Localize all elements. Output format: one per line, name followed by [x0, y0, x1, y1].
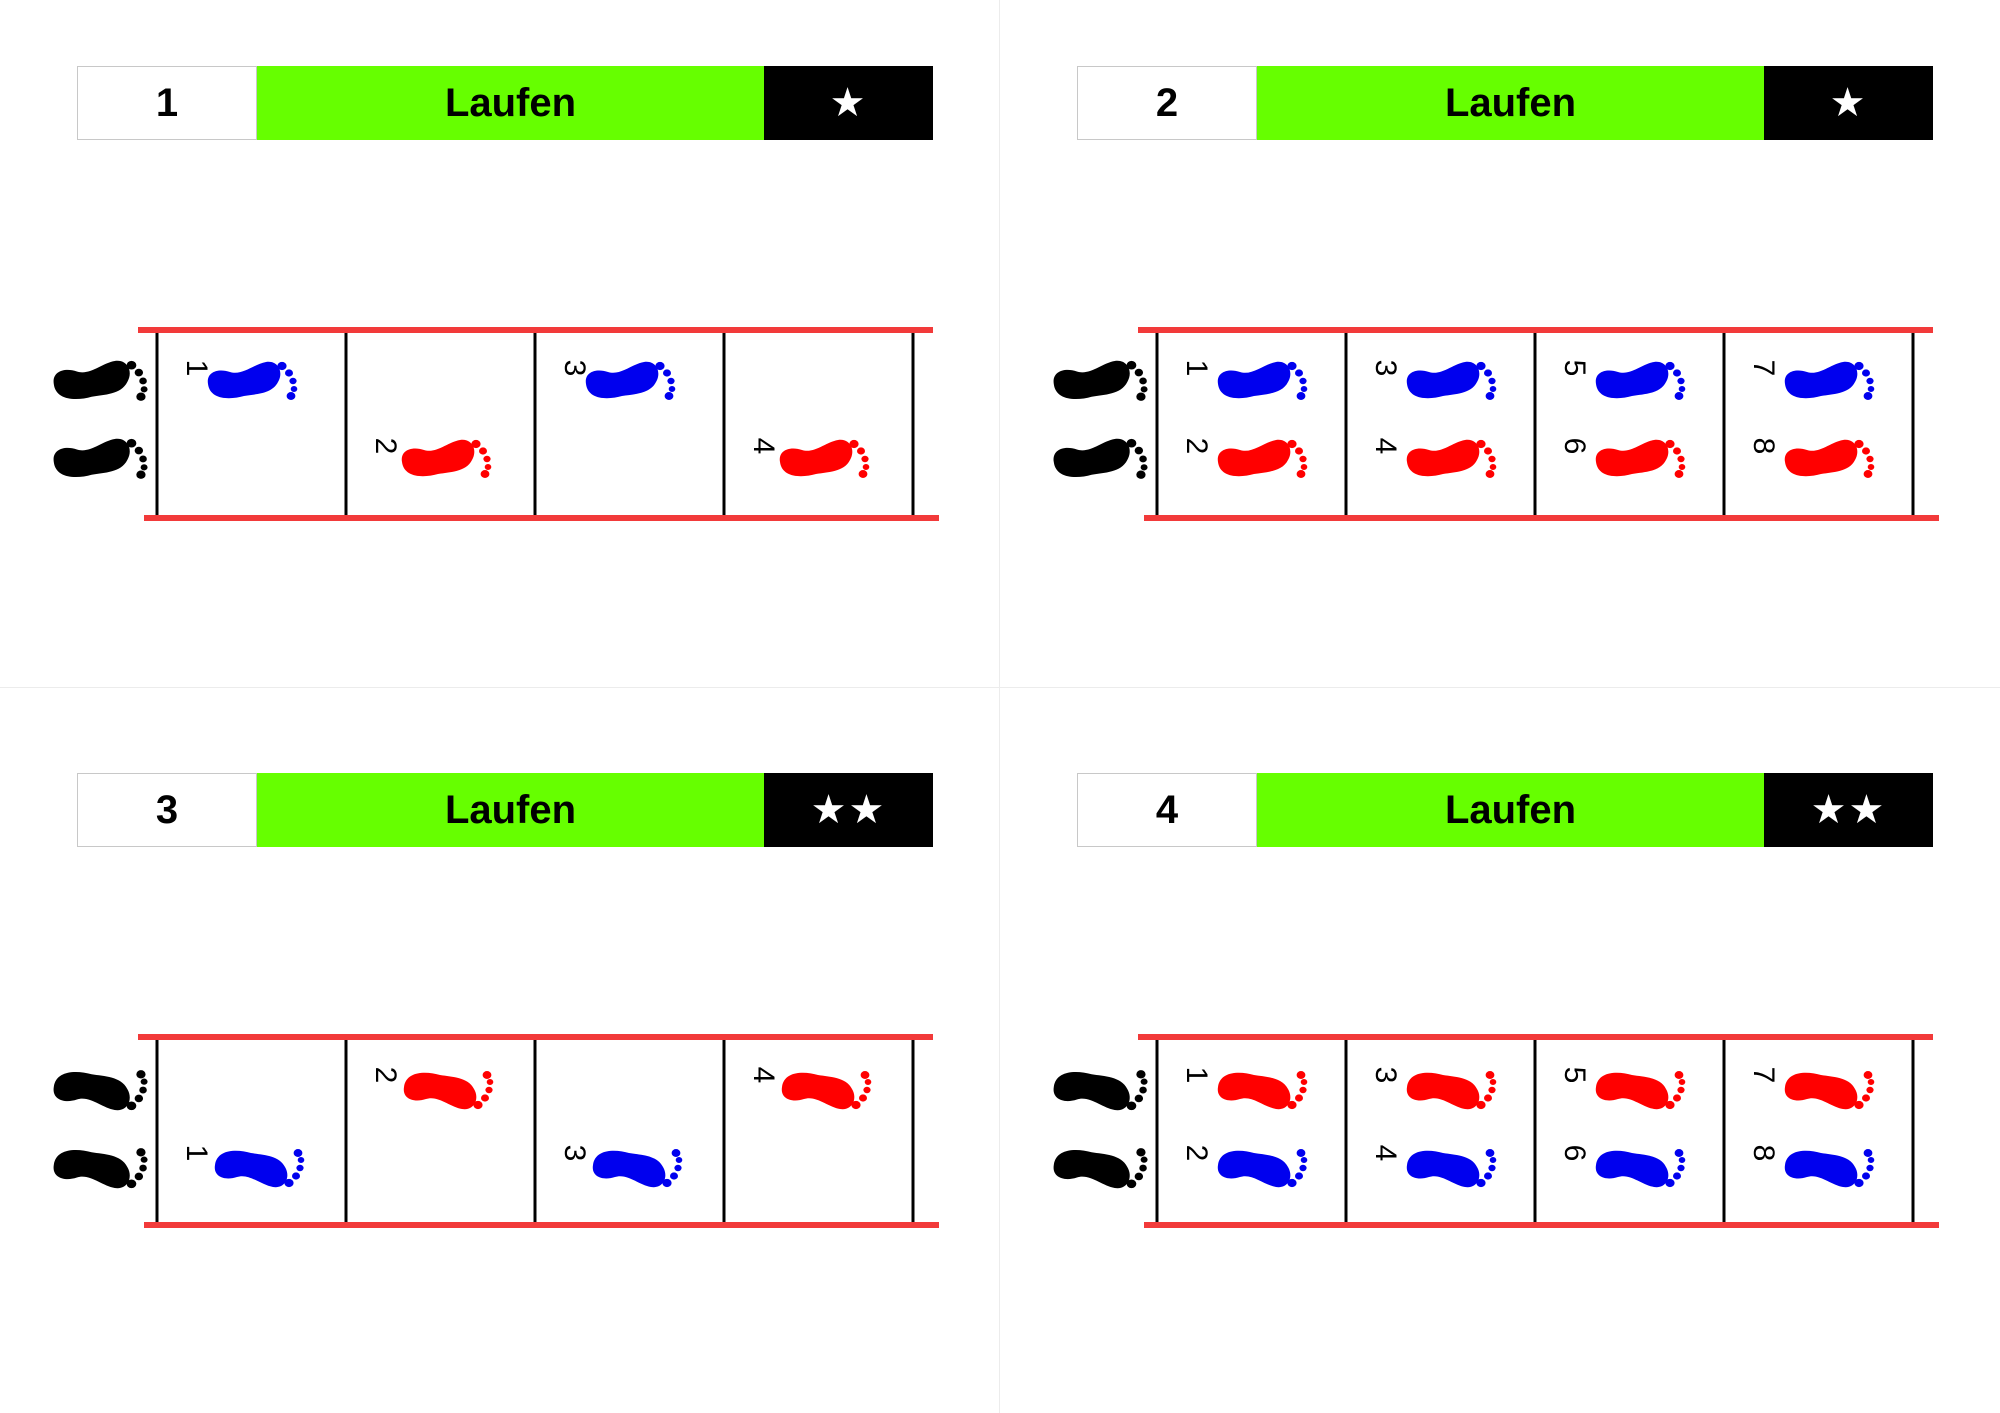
step-number: 2 — [369, 438, 402, 455]
footprint-icon — [1595, 1071, 1686, 1110]
footprint-icon — [403, 1071, 494, 1110]
step-number: 3 — [558, 1145, 591, 1162]
step-number: 1 — [180, 360, 213, 377]
exercise-card: 2 Laufen ★ 1 2 3 4 5 6 7 8 — [1000, 0, 2000, 706]
card-header: 4 Laufen ★★ — [1077, 773, 1933, 847]
footprint-icon — [1784, 439, 1875, 478]
step-number: 4 — [747, 438, 780, 455]
footprint-icon — [1595, 361, 1686, 400]
card-title: Laufen — [1257, 66, 1764, 140]
step-number: 3 — [1369, 1067, 1402, 1084]
card-header: 2 Laufen ★ — [1077, 66, 1933, 140]
exercise-card: 3 Laufen ★★ 1 2 3 4 — [0, 707, 1000, 1413]
footprint-icon — [781, 1071, 872, 1110]
step-number: 3 — [558, 360, 591, 377]
card-number: 4 — [1077, 773, 1257, 847]
footprint-icon — [585, 361, 676, 400]
card-header: 1 Laufen ★ — [77, 66, 933, 140]
step-number: 6 — [1558, 1145, 1591, 1162]
step-number: 4 — [747, 1067, 780, 1084]
step-ladder: 1 2 3 4 5 6 7 8 — [1053, 1034, 1939, 1228]
card-title: Laufen — [257, 773, 764, 847]
difficulty-stars: ★ — [764, 66, 933, 140]
card-number: 3 — [77, 773, 257, 847]
step-number: 7 — [1747, 360, 1780, 377]
footprint-icon — [1053, 1148, 1148, 1189]
step-number: 1 — [180, 1145, 213, 1162]
footprint-icon — [53, 1148, 148, 1189]
footprint-icon — [592, 1149, 683, 1188]
step-number: 1 — [1180, 1067, 1213, 1084]
difficulty-stars: ★★ — [764, 773, 933, 847]
footprint-icon — [1053, 360, 1148, 401]
footprint-icon — [1595, 439, 1686, 478]
footprint-icon — [53, 438, 148, 479]
footprint-icon — [1784, 1071, 1875, 1110]
footprint-icon — [1217, 1149, 1308, 1188]
footprint-icon — [1217, 361, 1308, 400]
exercise-card: 4 Laufen ★★ 1 2 3 4 5 6 7 8 — [1000, 707, 2000, 1413]
difficulty-stars: ★★ — [1764, 773, 1933, 847]
card-title: Laufen — [1257, 773, 1764, 847]
exercise-card: 1 Laufen ★ 1 2 3 4 — [0, 0, 1000, 706]
step-number: 3 — [1369, 360, 1402, 377]
card-header: 3 Laufen ★★ — [77, 773, 933, 847]
step-number: 8 — [1747, 1145, 1780, 1162]
footprint-icon — [214, 1149, 305, 1188]
step-number: 7 — [1747, 1067, 1780, 1084]
footprint-icon — [1053, 438, 1148, 479]
step-number: 5 — [1558, 360, 1591, 377]
footprint-icon — [401, 439, 492, 478]
step-ladder: 1 2 3 4 — [53, 327, 939, 521]
step-number: 4 — [1369, 1145, 1402, 1162]
step-number: 2 — [1180, 438, 1213, 455]
footprint-icon — [1784, 361, 1875, 400]
footprint-icon — [207, 361, 298, 400]
footprint-icon — [1406, 1071, 1497, 1110]
footprint-icon — [779, 439, 870, 478]
footprint-icon — [1217, 439, 1308, 478]
step-number: 2 — [1180, 1145, 1213, 1162]
step-number: 2 — [369, 1067, 402, 1084]
footprint-icon — [53, 360, 148, 401]
step-ladder: 1 2 3 4 5 6 7 8 — [1053, 327, 1939, 521]
footprint-icon — [1406, 361, 1497, 400]
footprint-icon — [1784, 1149, 1875, 1188]
step-number: 1 — [1180, 360, 1213, 377]
card-title: Laufen — [257, 66, 764, 140]
card-number: 2 — [1077, 66, 1257, 140]
footprint-icon — [1406, 439, 1497, 478]
footprint-icon — [1595, 1149, 1686, 1188]
footprint-icon — [1053, 1070, 1148, 1111]
footprint-icon — [53, 1070, 148, 1111]
footprint-icon — [1217, 1071, 1308, 1110]
page-divider-horizontal — [0, 687, 2000, 688]
step-number: 6 — [1558, 438, 1591, 455]
difficulty-stars: ★ — [1764, 66, 1933, 140]
step-ladder: 1 2 3 4 — [53, 1034, 939, 1228]
step-number: 4 — [1369, 438, 1402, 455]
step-number: 5 — [1558, 1067, 1591, 1084]
page-divider-vertical — [999, 0, 1000, 1413]
card-number: 1 — [77, 66, 257, 140]
footprint-icon — [1406, 1149, 1497, 1188]
step-number: 8 — [1747, 438, 1780, 455]
